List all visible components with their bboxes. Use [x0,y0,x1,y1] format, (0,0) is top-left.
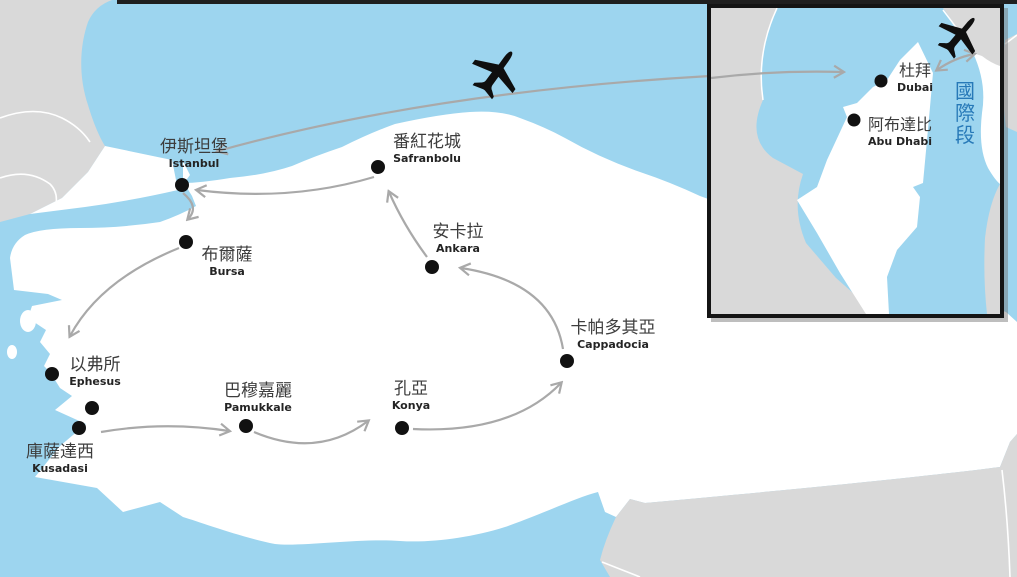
route-arrow-safranbolu-istanbul [197,175,375,194]
land-balkans [0,0,112,222]
city-label-ankara: 安卡拉 Ankara [433,222,484,255]
city-name-zh: 庫薩達西 [26,442,94,462]
city-label-safranbolu: 番紅花城 Safranbolu [393,132,461,165]
border-line-balkans-2 [0,173,58,205]
border-line-syria-iraq [1001,469,1011,577]
border-line-caucasus [1004,34,1017,45]
island-1 [20,310,36,332]
city-label-abu-dhabi: 阿布達比 Abu Dhabi [868,115,932,148]
land-oman [984,184,1000,314]
city-name-zh: 卡帕多其亞 [570,318,656,338]
city-dot-istanbul [175,178,189,192]
route-arrow-kusadasi-pamukkale [100,426,229,432]
border-line-syria-coast [601,561,641,577]
city-dot-bursa [179,235,193,249]
route-arrow-dubai-international [937,54,974,70]
inset-map-uae [707,4,1004,318]
city-name-zh: 布爾薩 [201,245,253,265]
land-saudi-qatar [711,8,871,314]
route-arrow-ankara-safranbolu [389,192,428,258]
city-name-en: Dubai [896,81,934,94]
city-name-zh: 以弗所 [69,355,121,375]
city-dot-ankara [425,260,439,274]
city-name-zh: 孔亞 [394,379,428,399]
city-name-zh: 杜拜 [898,61,931,80]
city-name-en: Ankara [436,242,480,255]
city-name-zh: 安卡拉 [432,222,484,242]
island-2 [7,345,17,359]
city-name-en: Bursa [209,265,245,278]
city-label-kusadasi: 庫薩達西 Kusadasi [26,442,94,475]
city-label-istanbul: 伊斯坦堡 Istanbul [160,137,228,170]
city-dot-unlabeled [85,401,99,415]
city-label-cappadocia: 卡帕多其亞 Cappadocia [571,318,656,351]
city-name-en: Istanbul [168,157,220,170]
land-musandam [973,53,1000,184]
international-segment-label: 國際段 [955,79,975,147]
land-syria-iraq [600,434,1017,577]
city-dot-safranbolu [371,160,385,174]
city-name-en: Konya [391,399,431,412]
land-caucasus-sliver [1002,34,1017,132]
city-name-en: Abu Dhabi [867,135,933,148]
uae-map-canvas [710,7,1000,314]
top-border-strip [117,0,1017,4]
city-label-ephesus: 以弗所 Ephesus [69,355,121,388]
city-label-dubai: 杜拜 Dubai [897,61,933,94]
city-dot-dubai [874,74,888,88]
border-line-balkans-1 [0,110,91,143]
city-name-en: Kusadasi [32,462,88,475]
border-line-qatar [760,7,778,101]
city-name-zh: 巴穆嘉麗 [224,381,292,401]
land-uae [797,42,933,314]
route-arrow-istanbul-bursa [182,192,193,219]
route-arrow-konya-cappadocia [412,383,561,431]
airplane-icon-main [472,51,516,100]
city-name-zh: 番紅花城 [393,132,461,152]
route-arrow-bursa-ephesus [70,246,180,336]
city-name-en: Pamukkale [224,401,292,414]
city-name-zh: 阿布達比 [867,115,933,134]
route-arrow-into-dubai [710,72,843,80]
city-label-bursa: 布爾薩 Bursa [202,245,253,278]
city-name-en: Safranbolu [393,152,461,165]
city-dot-ephesus [45,367,59,381]
city-dot-pamukkale [239,419,253,433]
city-dot-abu-dhabi [847,113,861,127]
city-dot-konya [395,421,409,435]
city-name-en: Ephesus [69,375,121,388]
airplane-icon-inset [937,17,976,59]
city-dot-cappadocia [560,354,574,368]
city-label-pamukkale: 巴穆嘉麗 Pamukkale [224,381,292,414]
city-name-en: Cappadocia [577,338,649,351]
land-thrace [30,146,178,214]
city-label-konya: 孔亞 Konya [392,379,430,412]
route-arrow-cappadocia-ankara [461,268,565,350]
city-name-zh: 伊斯坦堡 [160,137,228,157]
route-arrow-pamukkale-konya [253,421,368,445]
route-arrow-dubai-istanbul [218,74,711,151]
city-dot-kusadasi [72,421,86,435]
